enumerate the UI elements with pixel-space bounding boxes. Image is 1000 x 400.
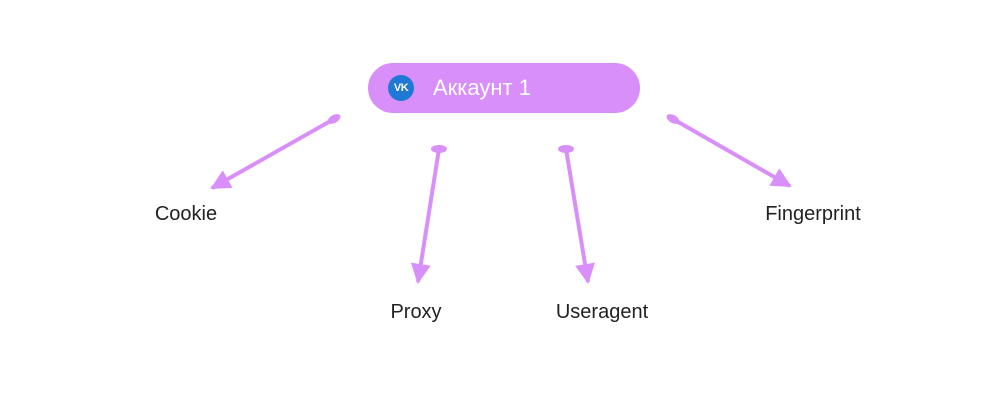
account-node-label: Аккаунт 1 [433,75,531,100]
node-cookie: Cookie [154,203,218,225]
vk-logo-icon: VK [388,75,414,101]
node-fingerprint: Fingerprint [765,203,861,225]
arrow-cookie [210,114,341,190]
arrow-fingerprint [666,114,792,188]
node-useragent: Useragent [555,301,649,323]
node-proxy: Proxy [390,301,442,323]
arrow-useragent [558,145,595,284]
arrow-proxy [410,145,447,284]
